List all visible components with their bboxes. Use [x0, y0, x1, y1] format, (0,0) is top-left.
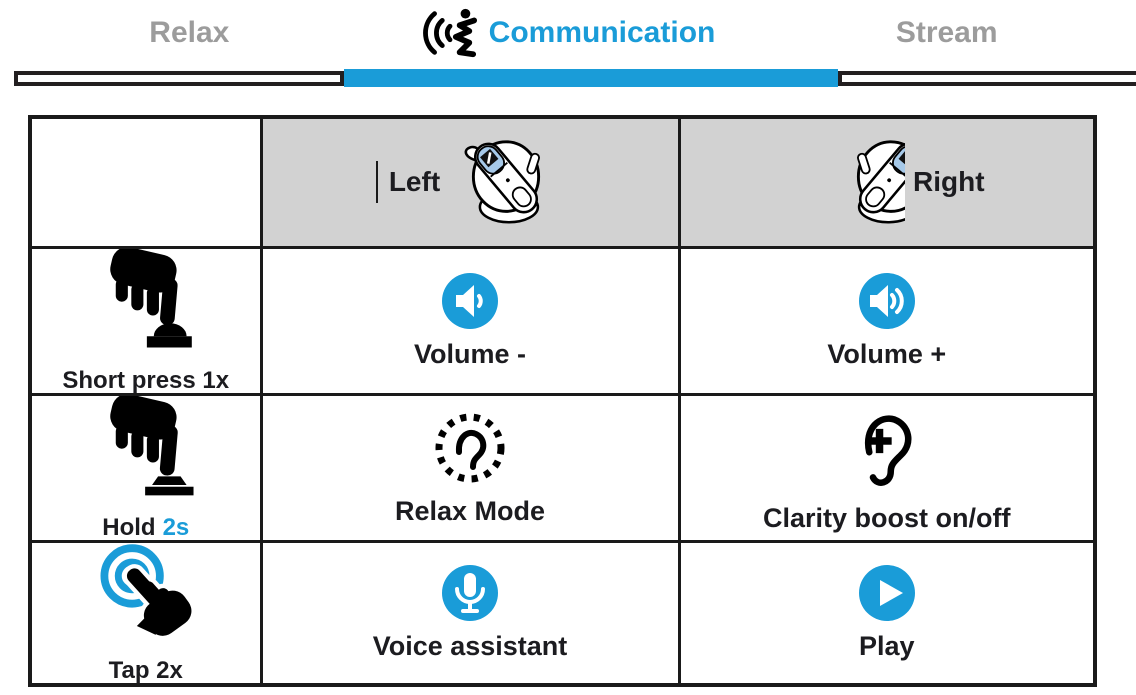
left-earbud-label: Left: [388, 166, 441, 198]
mode-tab-bar: Relax Communication Stream: [0, 0, 1136, 66]
header-empty-cell: [28, 115, 263, 249]
controls-table: Left Right Short press 1x Volume -: [28, 115, 1097, 687]
tab-stream[interactable]: Stream: [757, 0, 1136, 66]
earbud-left-illustration: [448, 133, 564, 231]
header-left-earbud-cell: Left: [259, 115, 681, 249]
action-cell-play: Play: [677, 539, 1097, 687]
table-row: Short press 1x Volume - Volume +: [28, 245, 1097, 396]
action-cell-voice-assistant: Voice assistant: [259, 539, 681, 687]
hold-press-icon: [98, 396, 194, 504]
earbud-right-illustration: [789, 133, 905, 231]
gesture-label: Hold: [102, 513, 156, 541]
tab-communication[interactable]: Communication: [379, 0, 758, 66]
action-cell-volume-up: Volume +: [677, 245, 1097, 396]
tab-relax-label: Relax: [149, 16, 230, 49]
action-label: Voice assistant: [372, 631, 568, 662]
gesture-label: Short press 1x: [62, 366, 230, 394]
action-label: Volume -: [413, 339, 526, 369]
tab-relax[interactable]: Relax: [0, 0, 379, 66]
speaking-head-icon: [421, 5, 479, 61]
volume-up-icon: [859, 273, 915, 329]
gesture-label: Tap 2x: [108, 656, 183, 684]
segment-relax: [14, 71, 344, 86]
action-label: Volume +: [827, 339, 947, 369]
volume-down-icon: [442, 273, 498, 329]
tab-stream-label: Stream: [895, 16, 998, 49]
relax-mode-icon: [432, 410, 508, 486]
table-row: Tap 2x Voice assistant Play: [28, 539, 1097, 687]
tab-communication-label: Communication: [488, 16, 716, 49]
gesture-time: 2s: [162, 513, 190, 541]
segment-communication-active: [344, 69, 838, 87]
double-tap-icon: [93, 543, 199, 647]
header-right-earbud-cell: Right: [677, 115, 1097, 249]
action-cell-clarity-boost: Clarity boost on/off: [677, 392, 1097, 543]
clarity-boost-icon: [845, 403, 929, 493]
action-label: Relax Mode: [394, 496, 546, 526]
action-cell-relax-mode: Relax Mode: [259, 392, 681, 543]
voice-assistant-icon: [442, 565, 498, 621]
table-header-row: Left Right: [28, 115, 1097, 249]
right-earbud-label: Right: [912, 166, 985, 198]
gesture-cell-short-press: Short press 1x: [28, 245, 263, 396]
tab-progress-strip: [0, 68, 1136, 88]
action-cell-volume-down: Volume -: [259, 245, 681, 396]
action-label: Play: [858, 631, 915, 662]
action-label: Clarity boost on/off: [763, 503, 1011, 533]
segment-stream: [838, 71, 1136, 86]
gesture-cell-tap: Tap 2x: [28, 539, 263, 687]
play-icon: [859, 565, 915, 621]
short-press-icon: [98, 249, 194, 357]
text-cursor-artifact: [375, 161, 378, 204]
